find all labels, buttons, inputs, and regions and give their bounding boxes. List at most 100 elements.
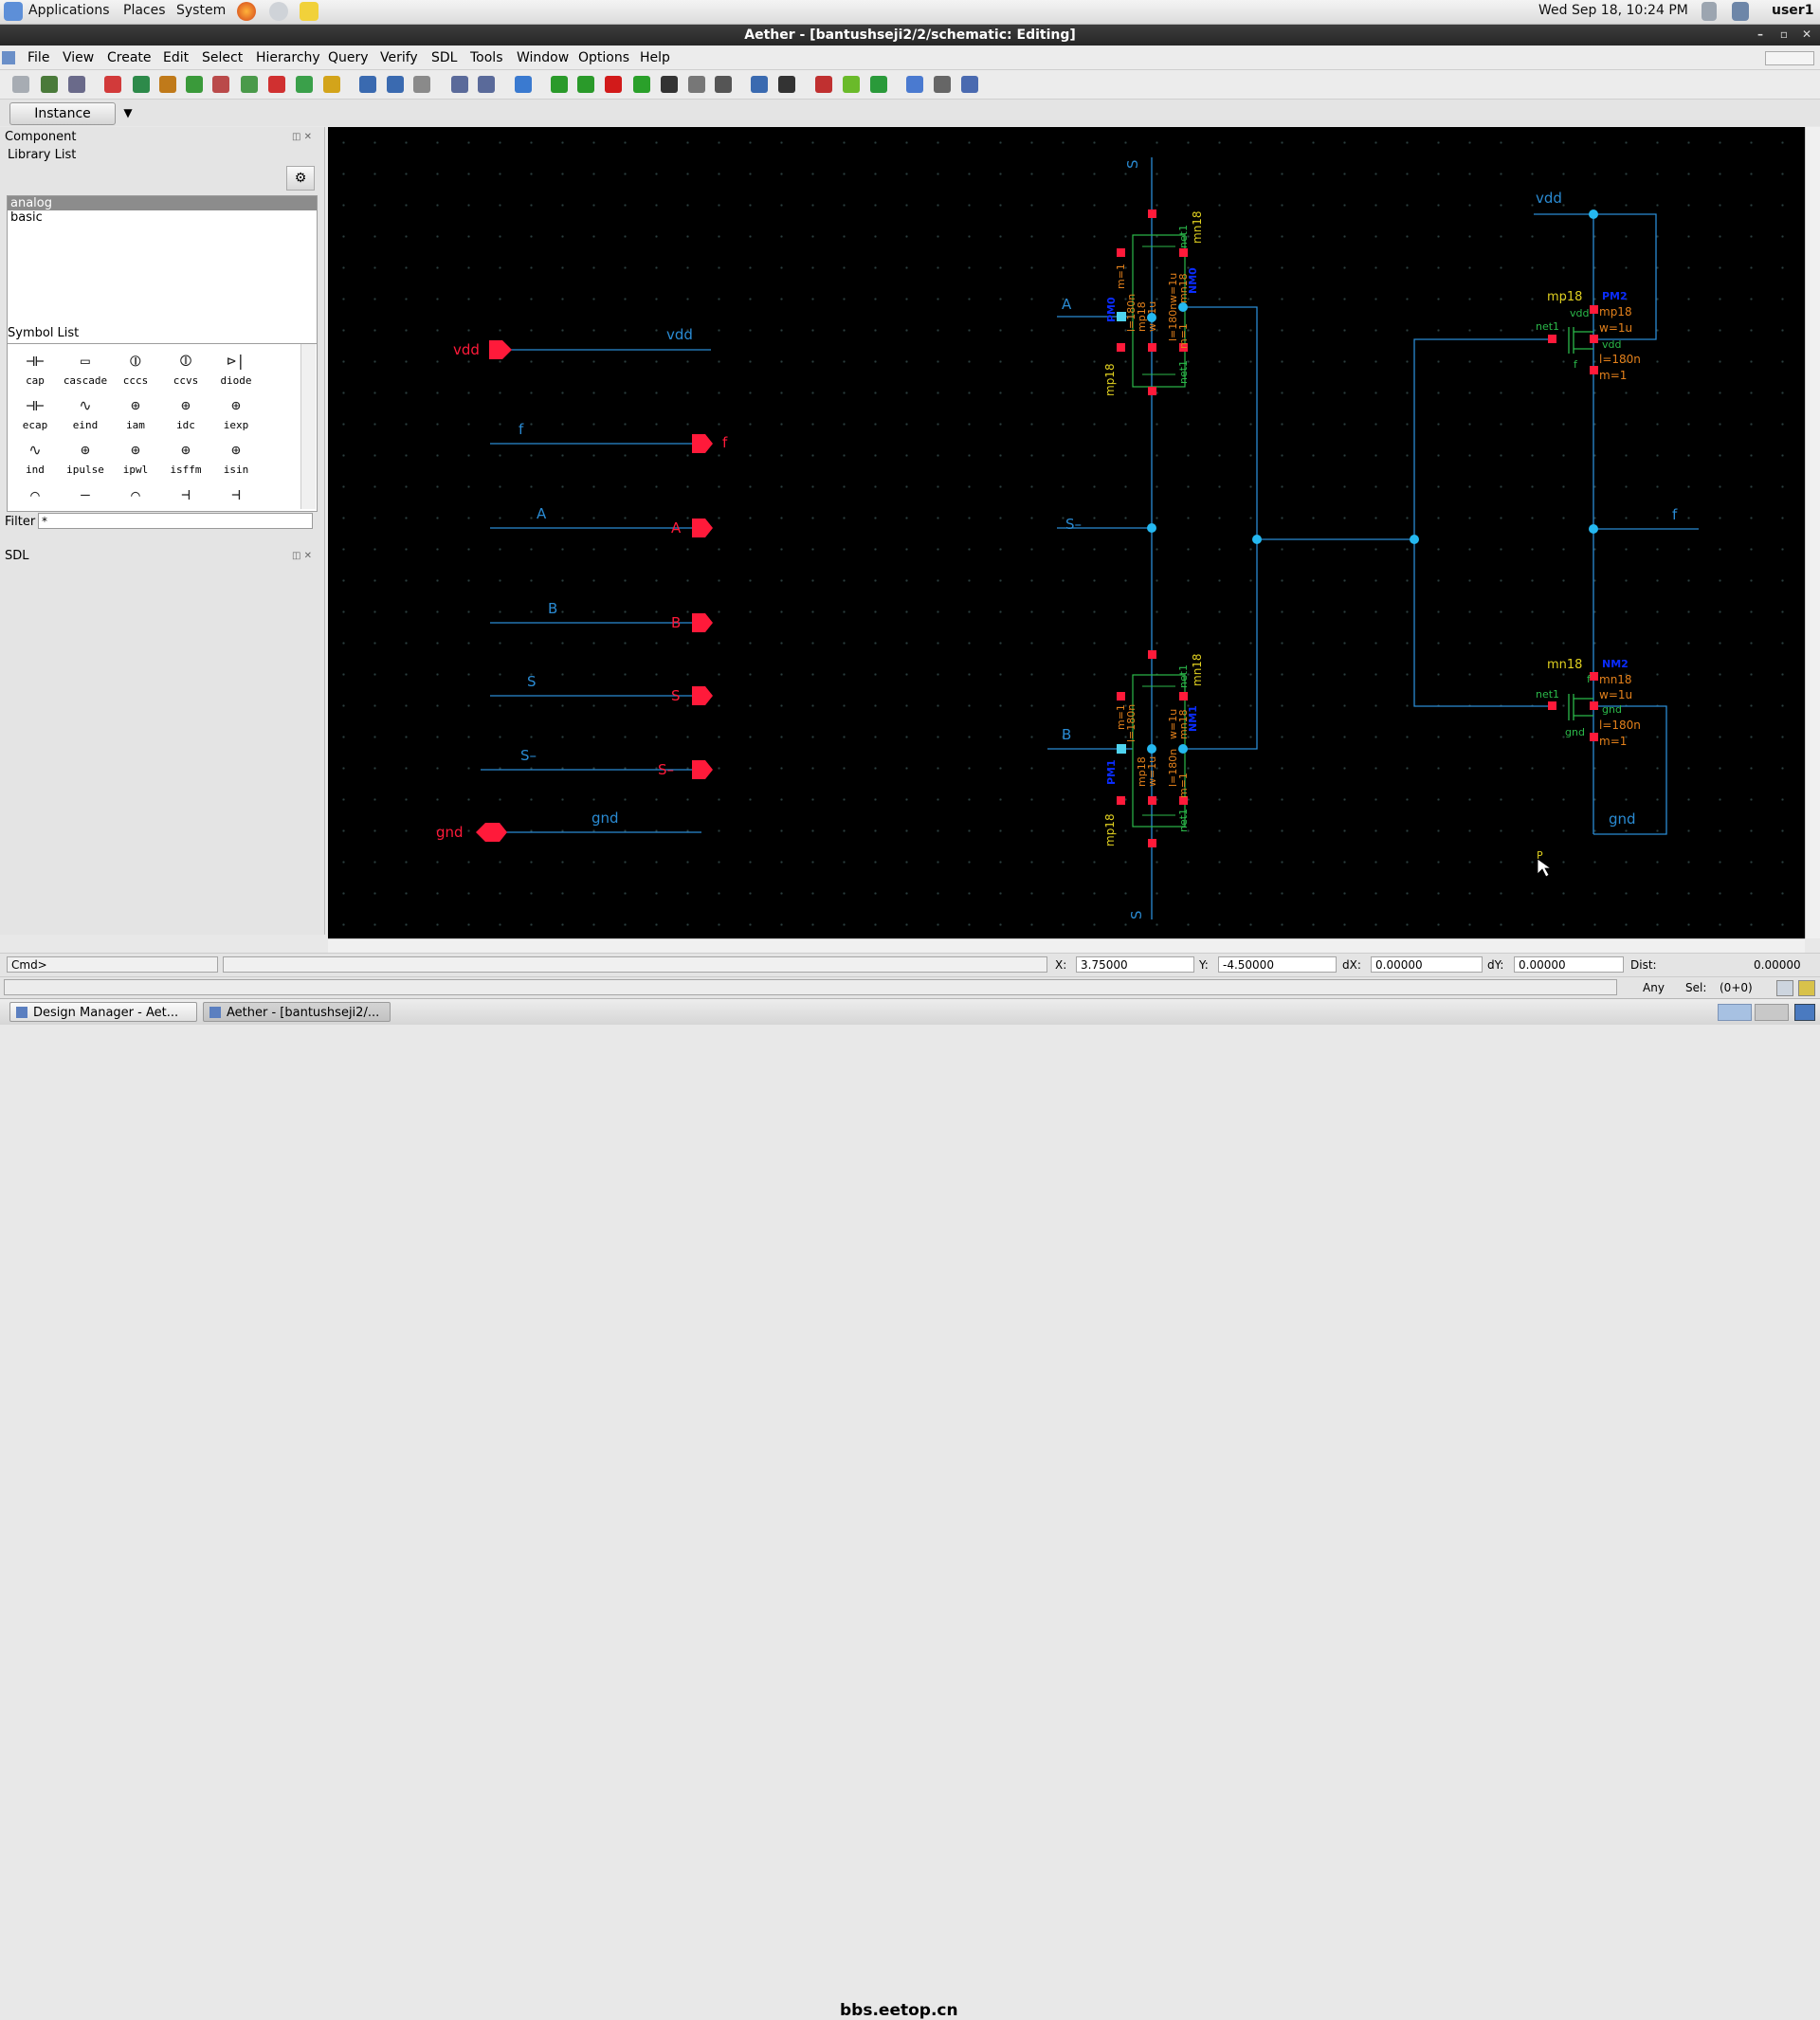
inverter-pmos[interactable]: mp18 PM2 mp18 vdd w=1u net1 vdd l=180n f… [1536,290,1641,382]
mail-icon[interactable] [269,2,288,21]
show-desktop-icon[interactable] [1794,1004,1815,1021]
vertical-scrollbar[interactable] [1805,127,1820,938]
symbol-isin[interactable]: ⊕isin [212,437,260,481]
task-design-manager[interactable]: Design Manager - Aet... [9,1002,197,1022]
window-titlebar[interactable]: Aether - [bantushseji2/2/schematic: Edit… [0,25,1820,45]
pin-f[interactable] [692,434,713,453]
tg-lower[interactable]: mn18 net1 NM1 w=1u mn18 m=1 l=180n l=180… [1103,650,1204,847]
descend-icon[interactable] [359,76,376,93]
pin-vdd[interactable] [489,340,512,359]
menu-edit[interactable]: Edit [163,50,190,65]
menu-file[interactable]: File [27,50,50,65]
select-filter[interactable]: Any [1643,981,1665,994]
close-icon[interactable]: ✕ [1801,27,1812,41]
check-icon[interactable] [751,76,768,93]
symbol-row-partial[interactable]: ⌒ [112,482,159,508]
copy-icon[interactable] [688,76,705,93]
user-name[interactable]: user1 [1772,3,1814,18]
volume-icon[interactable] [1702,2,1717,21]
symbol-row-partial[interactable]: — [62,482,109,508]
menu-verify[interactable]: Verify [380,50,418,65]
pin-A[interactable] [692,519,713,537]
instance-button[interactable]: Instance [9,102,116,125]
panel-float-close-icon[interactable]: ◫ ✕ [292,551,313,561]
symbol-eind[interactable]: ∿eind [62,392,109,436]
undo-icon[interactable] [551,76,568,93]
simulate-icon[interactable] [870,76,887,93]
notes-icon[interactable] [300,2,318,21]
save-as-icon[interactable] [41,76,58,93]
symbol-list-scrollbar[interactable] [300,344,316,509]
firefox-icon[interactable] [237,2,256,21]
erc-icon[interactable] [815,76,832,93]
redo-icon[interactable] [577,76,594,93]
symbol-ind[interactable]: ∿ind [11,437,59,481]
mdi-controls[interactable] [1765,51,1814,65]
bundle-icon[interactable] [159,76,176,93]
notify-icon[interactable] [1798,980,1815,996]
symbol-cap[interactable]: ⊣⊢cap [11,348,59,391]
symbol-iam[interactable]: ⊕iam [112,392,159,436]
menu-window[interactable]: Window [517,50,570,65]
note-icon[interactable] [241,76,258,93]
workspace-1[interactable] [1718,1004,1752,1021]
symbol-iexp[interactable]: ⊕iexp [212,392,260,436]
settings-icon[interactable] [906,76,923,93]
menu-create[interactable]: Create [107,50,152,65]
find-icon[interactable] [778,76,795,93]
minimize-icon[interactable]: – [1757,27,1763,41]
pin-gnd[interactable] [476,823,507,842]
symbol-ecap[interactable]: ⊣⊢ecap [11,392,59,436]
symbol-row-partial[interactable]: ⊣ [162,482,209,508]
tg-upper[interactable]: mn18 net1 NM0 w=1u mn18 m=1 l=180n l=180… [1103,209,1204,396]
task-aether[interactable]: Aether - [bantushseji2/... [203,1002,391,1022]
up-arrow-icon[interactable] [413,76,430,93]
delete-wire-icon[interactable] [268,76,285,93]
menu-hierarchy[interactable]: Hierarchy [256,50,320,65]
symbol-row-partial[interactable]: ⌒ [11,482,59,508]
eject-icon[interactable] [1776,980,1793,996]
pin-S[interactable] [692,686,713,705]
move-icon[interactable] [661,76,678,93]
save-all-icon[interactable] [68,76,85,93]
bus-icon[interactable] [133,76,150,93]
menu-select[interactable]: Select [202,50,244,65]
symbol-cascade[interactable]: ▭cascade [62,348,109,391]
lock-icon[interactable] [934,76,951,93]
chevron-down-icon[interactable]: ▼ [123,106,133,119]
library-item-analog[interactable]: analog [8,196,317,210]
network-icon[interactable] [1732,2,1749,21]
workspace-2[interactable] [1755,1004,1789,1021]
pin-B[interactable] [692,613,713,632]
menu-tools[interactable]: Tools [470,50,503,65]
horizontal-scrollbar[interactable] [328,938,1805,953]
delete-icon[interactable] [605,76,622,93]
menu-query[interactable]: Query [328,50,369,65]
wire-icon[interactable] [104,76,121,93]
filter-input[interactable]: * [38,513,313,529]
symbol-ipulse[interactable]: ⊕ipulse [62,437,109,481]
applications-menu[interactable]: Applications [28,3,110,18]
maximize-icon[interactable]: ▫ [1779,27,1789,41]
symbol-idc[interactable]: ⊕idc [162,392,209,436]
symbol-cccs[interactable]: ⦶cccs [112,348,159,391]
connect-icon[interactable] [296,76,313,93]
symbol-ccvs[interactable]: ⦷ccvs [162,348,209,391]
gear-icon[interactable]: ⚙ [286,166,315,191]
down-arrow-icon[interactable] [387,76,404,93]
layout-icon[interactable] [961,76,978,93]
save-icon[interactable] [12,76,29,93]
system-menu[interactable]: System [176,3,227,18]
probe-icon[interactable] [843,76,860,93]
pin-icon[interactable] [186,76,203,93]
places-menu[interactable]: Places [123,3,166,18]
text-icon[interactable] [323,76,340,93]
hierarchy-tree-icon[interactable] [478,76,495,93]
properties-icon[interactable] [715,76,732,93]
clock[interactable]: Wed Sep 18, 10:24 PM [1538,3,1688,18]
label-icon[interactable] [212,76,229,93]
symbol-isffm[interactable]: ⊕isffm [162,437,209,481]
hierarchy-icon[interactable] [451,76,468,93]
symbol-diode[interactable]: ⊳|diode [212,348,260,391]
menu-view[interactable]: View [63,50,95,65]
